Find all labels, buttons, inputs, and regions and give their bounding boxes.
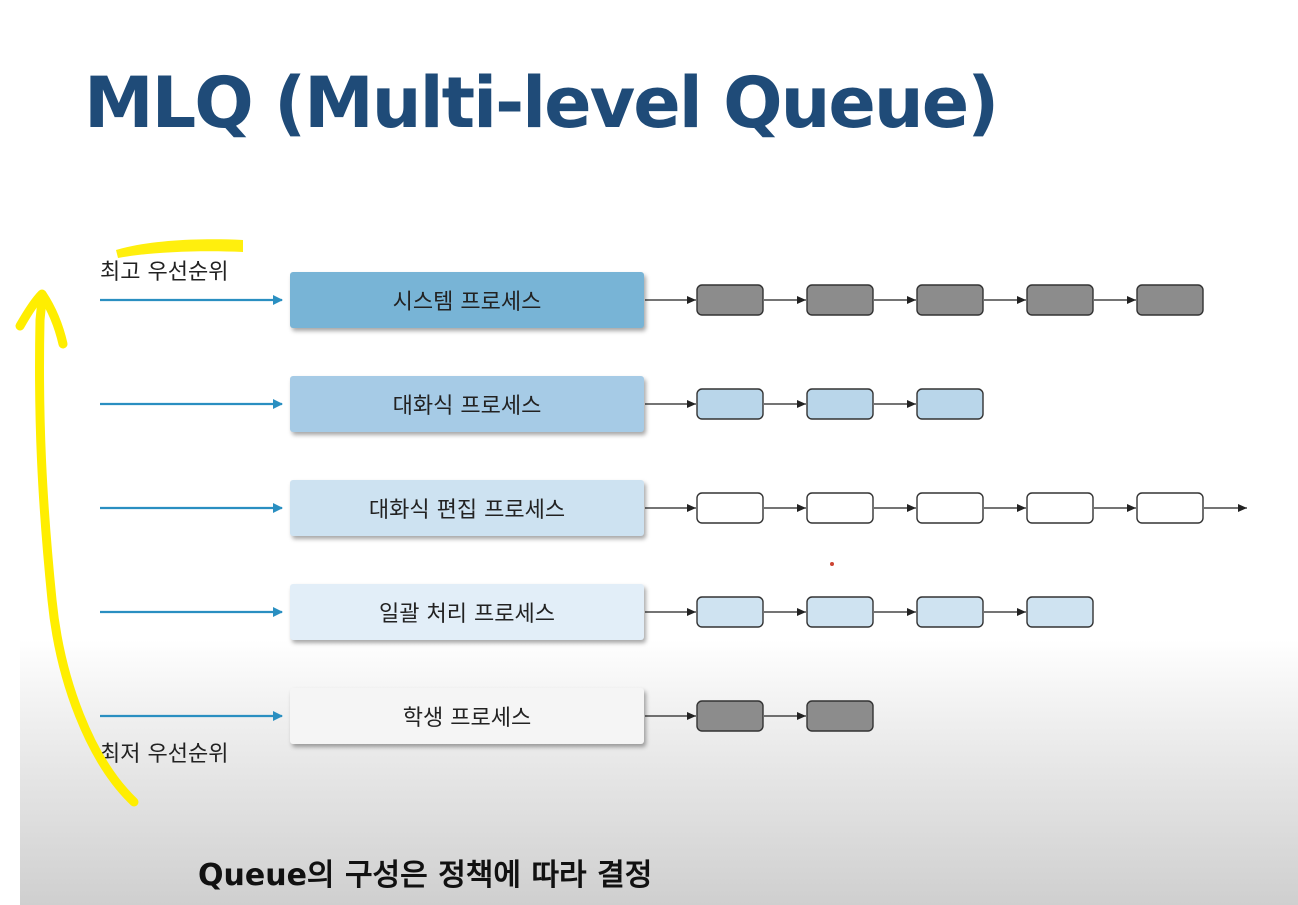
queue-box: 학생 프로세스 (290, 688, 644, 744)
process-node (806, 284, 874, 316)
queue-box: 대화식 프로세스 (290, 376, 644, 432)
red-dot-mark (830, 562, 834, 566)
process-node (1026, 284, 1094, 316)
footer-caption: Queue의 구성은 정책에 따라 결정 (198, 858, 653, 893)
queue-box: 대화식 편집 프로세스 (290, 480, 644, 536)
process-node (916, 388, 984, 420)
process-node (806, 388, 874, 420)
process-node (916, 492, 984, 524)
queue-label: 일괄 처리 프로세스 (379, 602, 555, 627)
process-node (696, 492, 764, 524)
slide-title: MLQ (Multi-level Queue) (84, 62, 999, 144)
process-node (1026, 492, 1094, 524)
slide-background-gradient (20, 640, 1298, 905)
process-node (696, 596, 764, 628)
queue-label: 시스템 프로세스 (392, 290, 542, 315)
process-node (1026, 596, 1094, 628)
queue-label: 대화식 프로세스 (392, 394, 542, 419)
queue-box: 시스템 프로세스 (290, 272, 644, 328)
process-node (806, 596, 874, 628)
queue-box: 일괄 처리 프로세스 (290, 584, 644, 640)
process-node (806, 700, 874, 732)
process-node (696, 284, 764, 316)
process-node (806, 492, 874, 524)
process-node (1136, 284, 1204, 316)
queue-label: 대화식 편집 프로세스 (368, 498, 566, 523)
process-node (916, 284, 984, 316)
process-node (1136, 492, 1204, 524)
process-node (696, 388, 764, 420)
highest-priority-label: 최고 우선순위 (100, 260, 229, 285)
process-node (696, 700, 764, 732)
process-node (916, 596, 984, 628)
queue-label: 학생 프로세스 (402, 706, 532, 731)
